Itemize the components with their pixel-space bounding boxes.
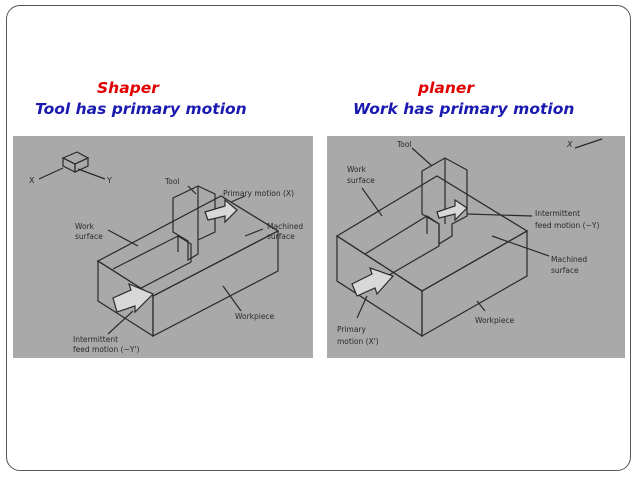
planer-subtitle: Work has primary motion [353, 100, 575, 118]
x-axis-label: X [566, 140, 573, 149]
primary-motion-leader [230, 195, 246, 203]
workpiece-leader [222, 285, 242, 312]
y-axis-label: Y [106, 176, 112, 185]
machined-leader [491, 235, 550, 257]
shaper-subtitle: Tool has primary motion [35, 100, 247, 118]
feed-motion-label: feed motion (−Y') [73, 345, 140, 354]
primary-motion-arrow [204, 198, 238, 224]
shaper-diagram-svg: X Y Tool Primary motion (X) Work surface… [29, 151, 303, 354]
feed-motion-label: feed motion (−Y) [535, 221, 599, 230]
primary-motion-label: Primary motion (X) [223, 189, 294, 198]
machined-surface-label: surface [551, 266, 579, 275]
shaper-tool [172, 185, 216, 262]
primary-label: Primary [337, 325, 367, 334]
y-axis-line [77, 168, 106, 180]
work-surface-leader [361, 187, 383, 217]
machined-label: Machined [267, 222, 303, 231]
planer-tool [421, 157, 468, 246]
tool-label: Tool [396, 140, 412, 149]
work-label: Work [75, 222, 95, 231]
shaper-title: Shaper [97, 79, 159, 97]
work-surface-leader [107, 229, 139, 247]
tool-label: Tool [164, 177, 180, 186]
tool-leader [411, 147, 433, 167]
primary-motion-arrow [351, 267, 395, 297]
work-surface-label: surface [347, 176, 375, 185]
x-axis-line [38, 167, 64, 180]
machined-label: Machined [551, 255, 587, 264]
workpiece-label: Workpiece [475, 316, 515, 325]
workpiece-side [152, 230, 279, 337]
feed-motion-arrow [112, 282, 155, 314]
motion-label: motion (X') [337, 337, 379, 346]
planer-diagram-svg: Tool X Work surface Intermittent feed mo… [335, 138, 603, 346]
feed-leader [107, 310, 134, 335]
planer-diagram: Tool X Work surface Intermittent feed mo… [327, 136, 625, 358]
shaper-diagram: X Y Tool Primary motion (X) Work surface… [13, 136, 313, 358]
primary-leader [356, 295, 368, 319]
intermittent-label: Intermittent [73, 335, 118, 344]
slide-frame [6, 5, 631, 471]
tool-leader [187, 185, 197, 195]
planer-title: planer [418, 79, 475, 97]
intermittent-label: Intermittent [535, 209, 580, 218]
x-direction-arrow [574, 138, 603, 149]
machined-leader [244, 228, 264, 237]
work-label: Work [347, 165, 367, 174]
workpiece-leader [476, 300, 486, 312]
axis-cube-icon [61, 151, 90, 165]
x-axis-label: X [29, 176, 35, 185]
feed-motion-arrow [436, 198, 468, 222]
workpiece-side [421, 229, 528, 338]
machined-slot [112, 235, 192, 297]
workpiece-label: Workpiece [235, 312, 275, 321]
machined-surface-label: surface [267, 232, 295, 241]
intermittent-leader [466, 213, 533, 217]
work-surface-label: surface [75, 232, 103, 241]
